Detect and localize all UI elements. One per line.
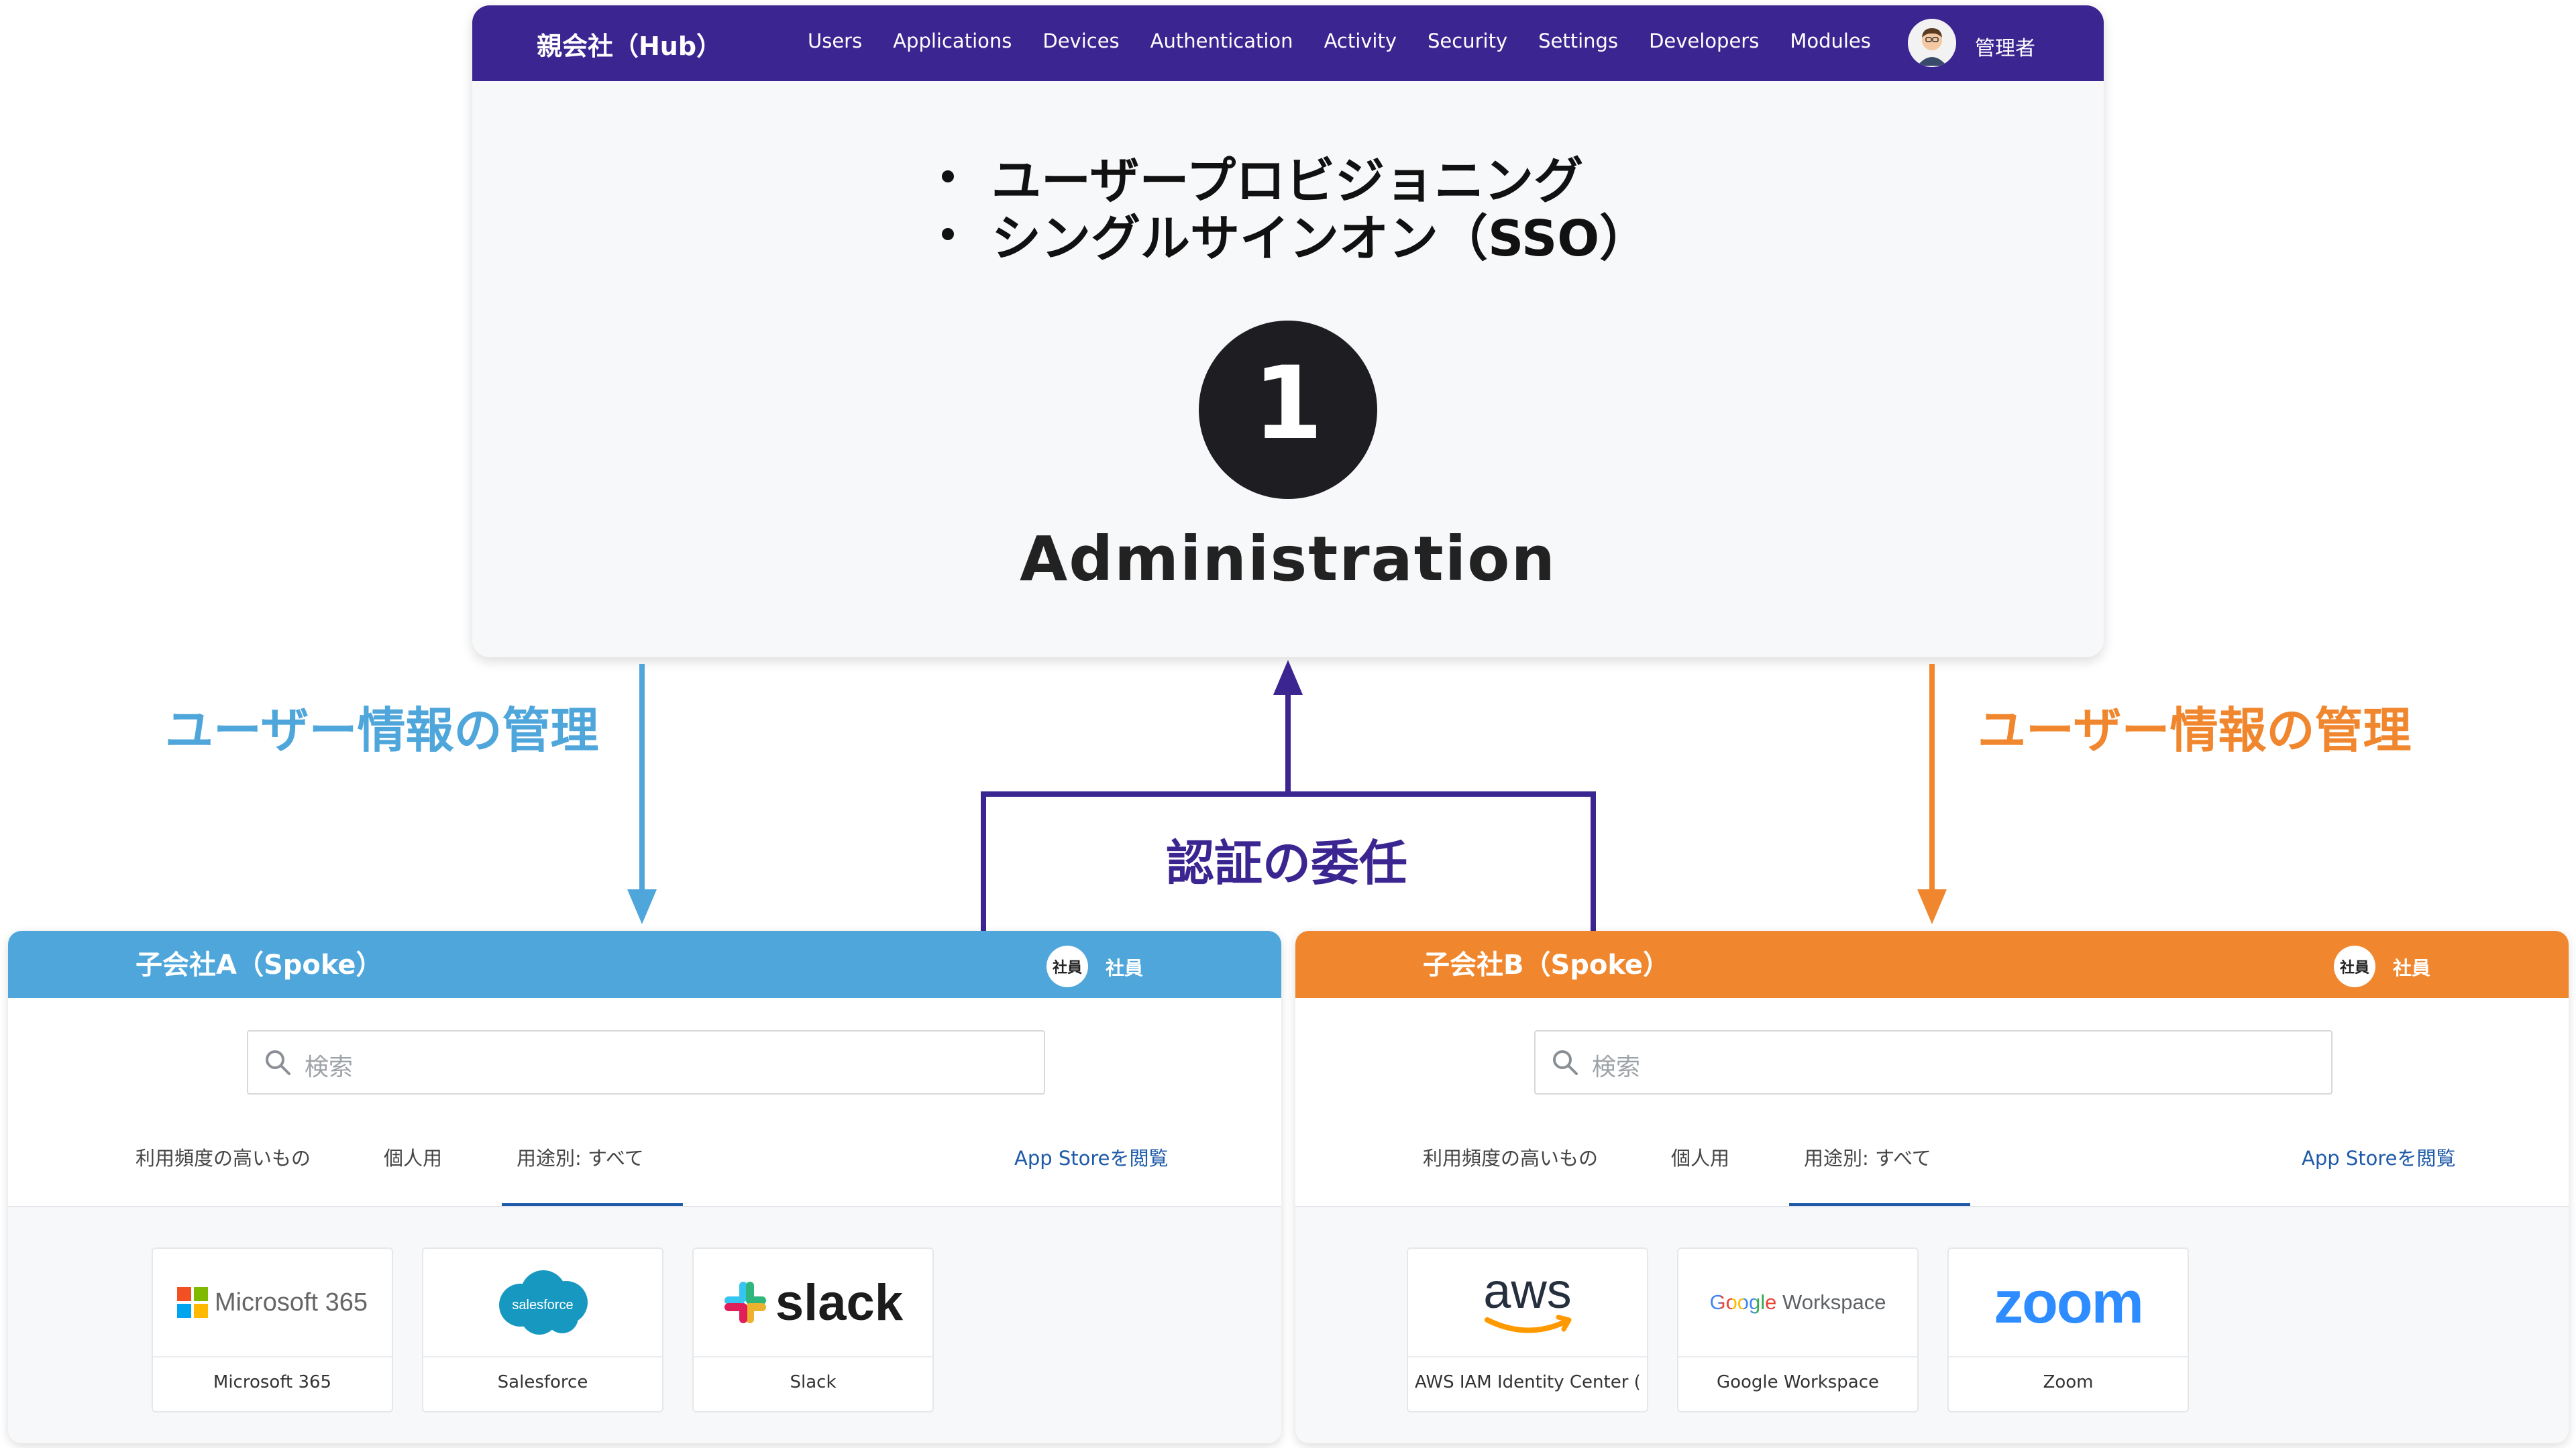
feature-item: シングルサインオン（SSO） — [942, 205, 1649, 268]
app-tile-slack[interactable]: slack Slack — [692, 1247, 934, 1412]
app-tile-aws[interactable]: aws AWS IAM Identity Center (... — [1407, 1247, 1648, 1412]
hub-title: 親会社（Hub） — [537, 32, 722, 61]
tab-by-purpose[interactable]: 用途別: すべて — [1804, 1147, 1931, 1170]
user-avatar[interactable]: 社員 — [1046, 946, 1088, 987]
spoke-a-toolbar-area — [8, 998, 1281, 1207]
badge-number: 1 — [1253, 345, 1323, 462]
user-role-label[interactable]: 社員 — [2393, 957, 2431, 979]
app-tile-zoom[interactable]: zoom Zoom — [1947, 1247, 2189, 1412]
nav-security[interactable]: Security — [1428, 30, 1508, 52]
app-tile-salesforce[interactable]: salesforce Salesforce — [422, 1247, 663, 1412]
spoke-a-top-bar: 子会社A（Spoke） 社員 社員 — [8, 931, 1281, 998]
hub-caption: Administration — [1020, 523, 1556, 595]
spoke-b-title: 子会社B（Spoke） — [1423, 950, 1670, 981]
app-name: Google Workspace — [1716, 1372, 1880, 1392]
search-icon — [266, 1050, 290, 1075]
feature-sso: シングルサインオン（SSO） — [991, 209, 1650, 268]
nav-authentication[interactable]: Authentication — [1150, 30, 1293, 52]
nav-settings[interactable]: Settings — [1538, 30, 1619, 52]
tab-frequent[interactable]: 利用頻度の高いもの — [1423, 1147, 1599, 1170]
left-connector-label: ユーザー情報の管理 — [165, 702, 599, 759]
hub-admin-console: 親会社（Hub） Users Applications Devices Auth… — [472, 5, 2104, 657]
center-arrow-head-icon — [1273, 660, 1303, 695]
microsoft-365-logo-icon: Microsoft 365 — [153, 1249, 392, 1356]
tab-personal[interactable]: 個人用 — [384, 1147, 443, 1170]
active-tab-indicator — [502, 1203, 683, 1206]
spoke-a-portal: 子会社A（Spoke） 社員 社員 検索 利用頻度の高いもの 個人用 用途別: … — [8, 931, 1281, 1443]
left-arrow-head-icon — [627, 889, 657, 924]
avatar-face-icon — [1908, 19, 1956, 67]
right-connector-label: ユーザー情報の管理 — [1978, 702, 2412, 759]
hub-top-bar: 親会社（Hub） Users Applications Devices Auth… — [472, 5, 2104, 81]
app-name: Zoom — [2043, 1372, 2094, 1392]
feature-list: ユーザープロビジョニング シングルサインオン（SSO） — [942, 148, 1649, 268]
nav-activity[interactable]: Activity — [1324, 30, 1397, 52]
spoke-a-title: 子会社A（Spoke） — [136, 950, 383, 981]
nav-users[interactable]: Users — [808, 30, 863, 52]
bullet-icon — [942, 170, 954, 182]
search-placeholder: 検索 — [1592, 1054, 1641, 1081]
nav-developers[interactable]: Developers — [1649, 30, 1760, 52]
nav-devices[interactable]: Devices — [1042, 30, 1120, 52]
google-workspace-logo-icon: Google Workspace — [1709, 1290, 1886, 1314]
salesforce-logo-icon: salesforce — [423, 1249, 662, 1356]
tab-personal[interactable]: 個人用 — [1671, 1147, 1730, 1170]
feature-provisioning: ユーザープロビジョニング — [991, 152, 1584, 210]
app-name: Salesforce — [497, 1372, 588, 1392]
search-placeholder: 検索 — [305, 1054, 354, 1081]
right-arrow-head-icon — [1917, 889, 1947, 924]
app-tile-microsoft-365[interactable]: Microsoft 365 Microsoft 365 — [152, 1247, 393, 1412]
admin-avatar[interactable] — [1908, 19, 1956, 67]
search-input[interactable]: 検索 — [1534, 1030, 2332, 1095]
spoke-b-portal: 子会社B（Spoke） 社員 社員 検索 利用頻度の高いもの 個人用 用途別: … — [1295, 931, 2569, 1443]
tab-frequent[interactable]: 利用頻度の高いもの — [136, 1147, 311, 1170]
app-store-link[interactable]: App Storeを閲覧 — [1014, 1147, 1169, 1170]
spoke-b-toolbar-area — [1295, 998, 2569, 1207]
svg-text:salesforce: salesforce — [512, 1298, 573, 1313]
zoom-logo-icon: zoom — [1994, 1269, 2144, 1335]
tab-by-purpose[interactable]: 用途別: すべて — [517, 1147, 644, 1170]
slack-logo-icon: slack — [694, 1249, 932, 1356]
bullet-icon — [942, 228, 954, 240]
search-input[interactable]: 検索 — [247, 1030, 1045, 1095]
app-store-link[interactable]: App Storeを閲覧 — [2302, 1147, 2456, 1170]
user-role-label[interactable]: 社員 — [1106, 957, 1144, 979]
search-icon — [1553, 1050, 1578, 1075]
user-avatar[interactable]: 社員 — [2334, 946, 2375, 987]
app-name: AWS IAM Identity Center (... — [1415, 1372, 1640, 1392]
feature-item: ユーザープロビジョニング — [942, 148, 1649, 210]
app-tile-google-workspace[interactable]: Google Workspace Google Workspace — [1677, 1247, 1919, 1412]
active-tab-indicator — [1789, 1203, 1970, 1206]
aws-logo-icon: aws — [1408, 1249, 1647, 1356]
product-badge-icon: 1 — [1199, 321, 1377, 499]
nav-modules[interactable]: Modules — [1790, 30, 1871, 52]
admin-user-name[interactable]: 管理者 — [1975, 37, 2035, 60]
app-name: Slack — [790, 1372, 837, 1392]
nav-applications[interactable]: Applications — [893, 30, 1012, 52]
app-name: Microsoft 365 — [213, 1372, 332, 1392]
hub-nav: Users Applications Devices Authenticatio… — [808, 30, 1902, 52]
spoke-b-top-bar: 子会社B（Spoke） 社員 社員 — [1295, 931, 2569, 998]
svg-text:aws: aws — [1483, 1263, 1572, 1319]
center-connector-label: 認証の委任 — [1166, 835, 1408, 891]
